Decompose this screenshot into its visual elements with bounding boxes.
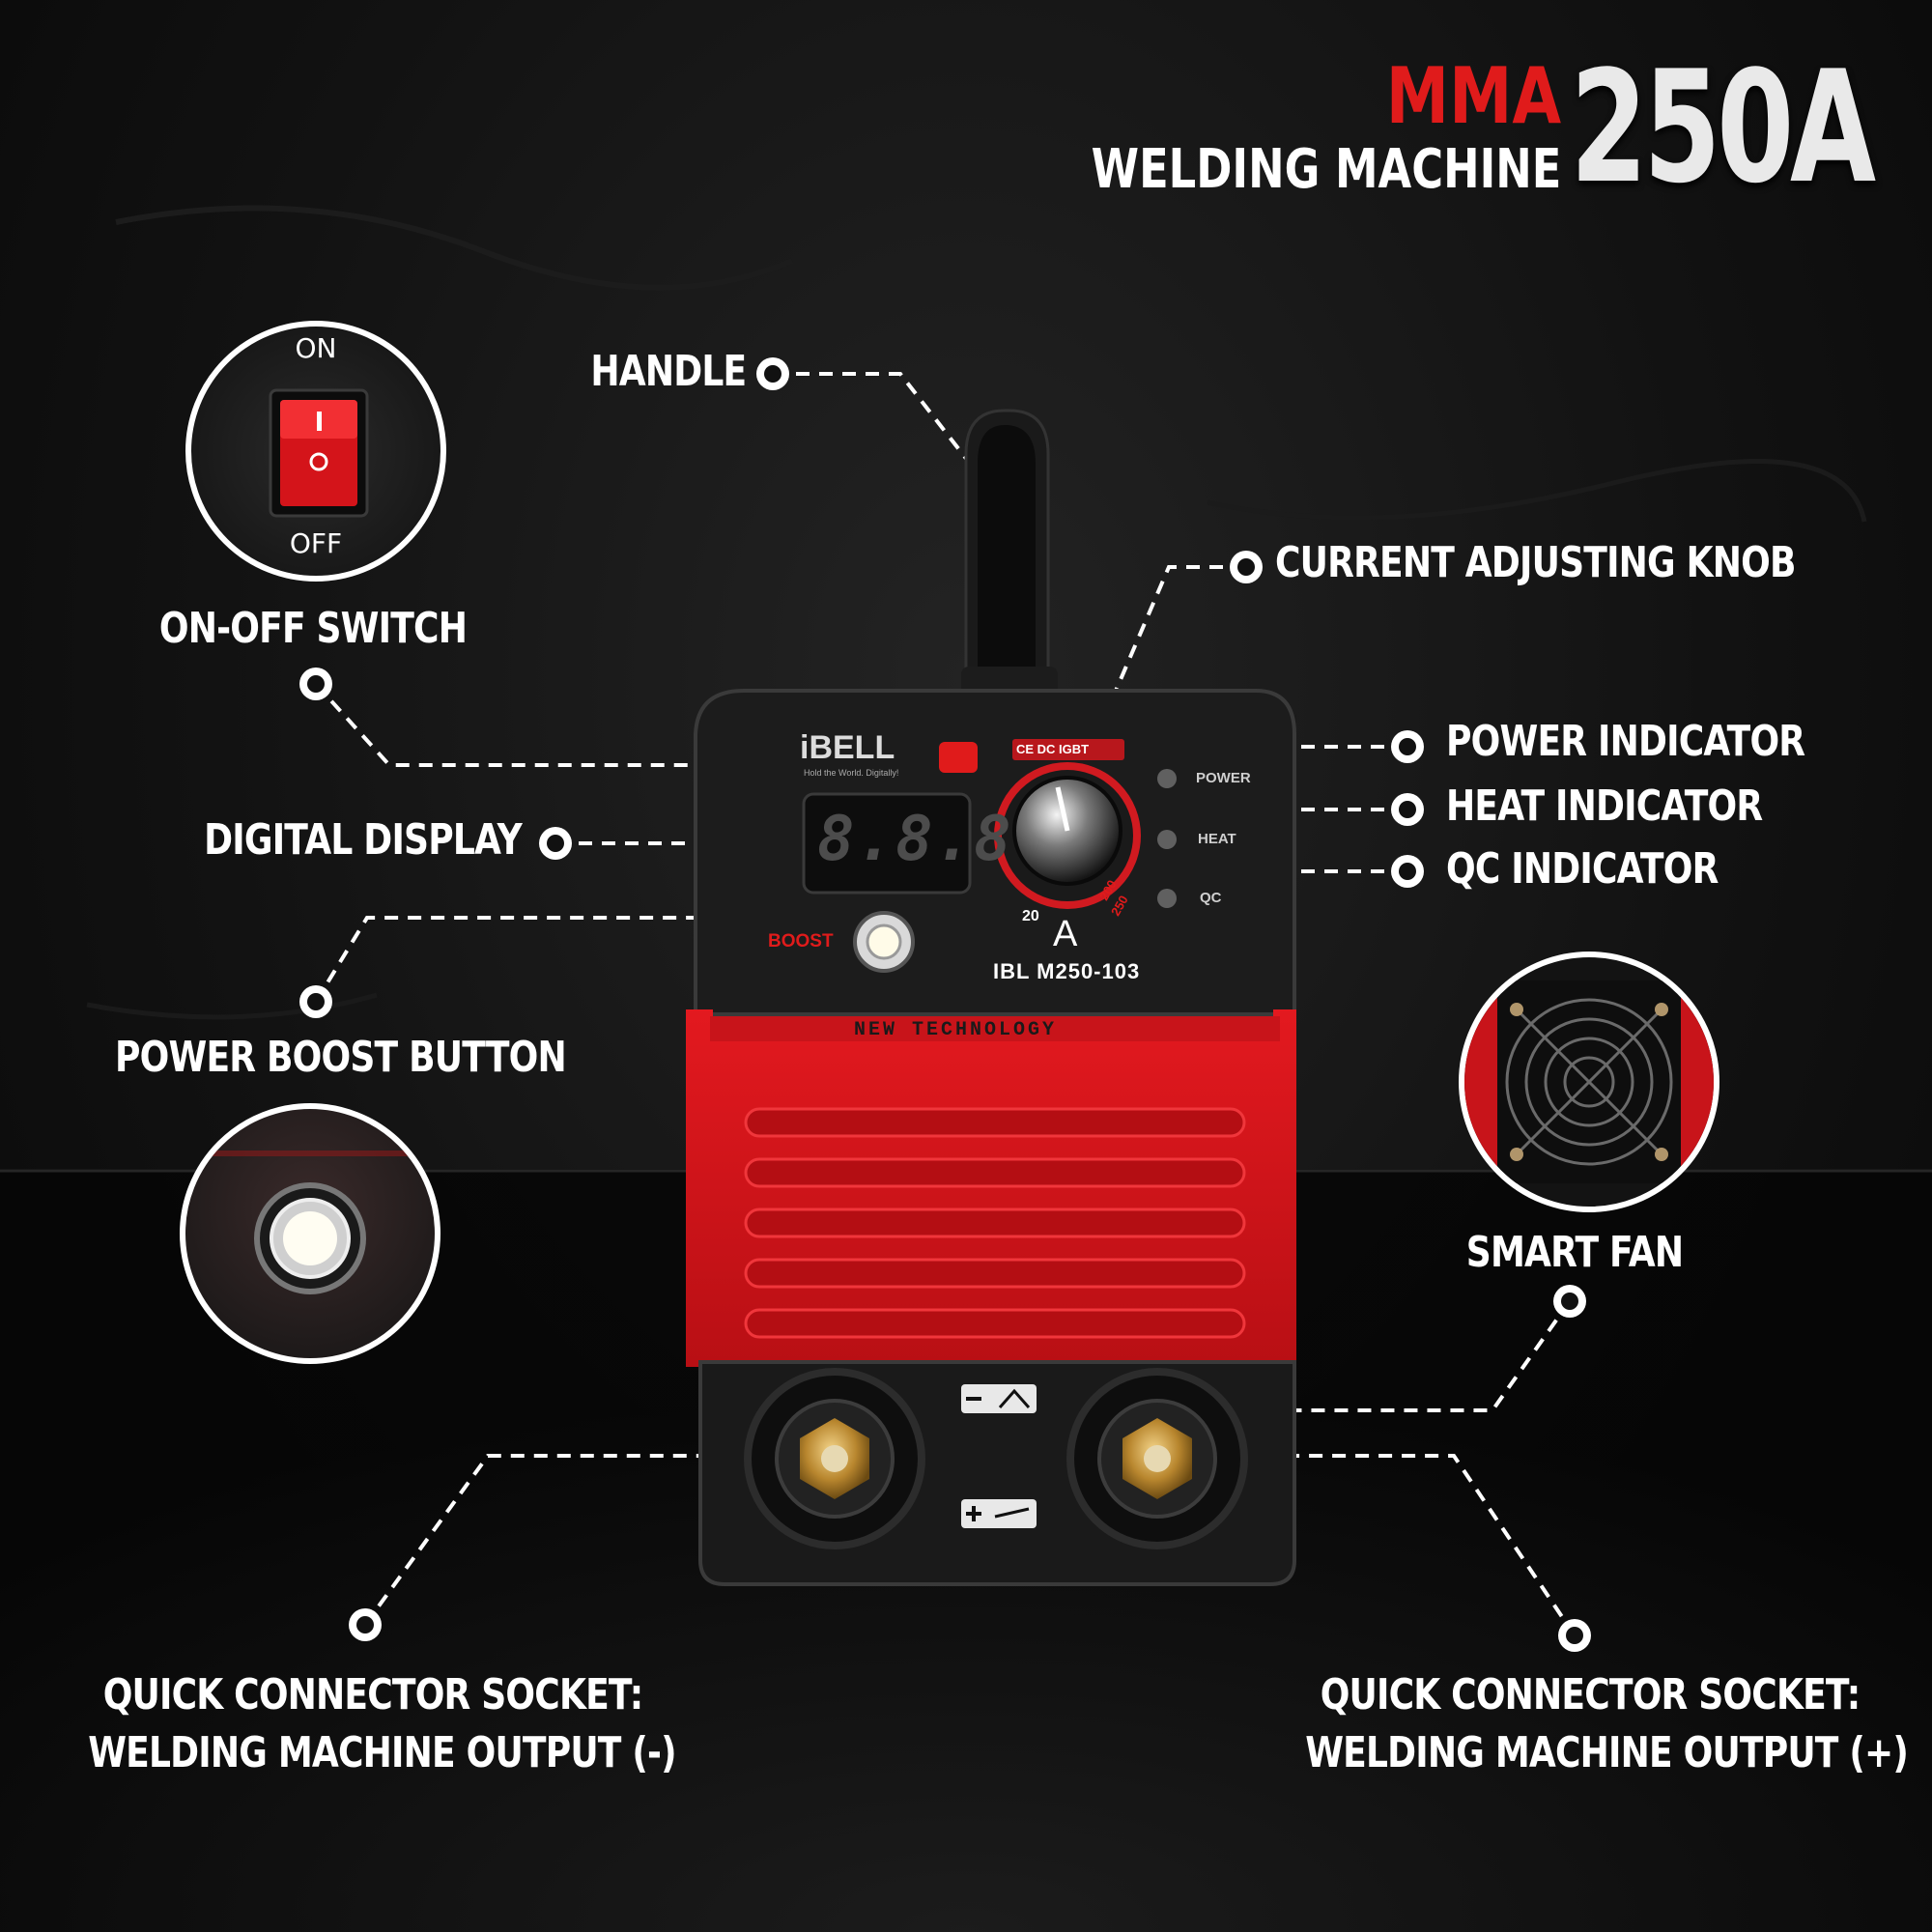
boost-label: BOOST [768, 931, 834, 952]
label-digital-display: DIGITAL DISPLAY [204, 815, 523, 865]
brand-logo: iBELL [800, 729, 895, 766]
led-heat-label: HEAT [1198, 831, 1236, 847]
label-heat-indicator: HEAT INDICATOR [1446, 781, 1763, 831]
label-socket-pos-line1: QUICK CONNECTOR SOCKET: [1320, 1670, 1861, 1719]
switch-off-label: OFF [289, 527, 343, 559]
technology-strip: NEW TECHNOLOGY [854, 1019, 1058, 1041]
brand-tagline: Hold the World. Digitally! [804, 768, 899, 778]
label-power-indicator: POWER INDICATOR [1446, 717, 1805, 766]
model-label: IBL M250-103 [993, 959, 1141, 983]
label-socket-neg-line2: WELDING MACHINE OUTPUT (-) [88, 1728, 676, 1777]
title-top: MMA [1385, 51, 1561, 141]
unit-label: A [1053, 914, 1078, 954]
label-current-knob: CURRENT ADJUSTING KNOB [1275, 538, 1796, 587]
label-qc-indicator: QC INDICATOR [1446, 844, 1719, 894]
led-qc-label: QC [1200, 890, 1222, 906]
label-onoff-switch: ON-OFF SWITCH [158, 604, 468, 653]
inset-smart-fan [1459, 952, 1719, 1212]
inset-onoff-switch: ON OFF [185, 321, 446, 582]
title-bottom: WELDING MACHINE [1091, 138, 1561, 201]
digital-display-value: 8.8.8 [817, 804, 1013, 875]
title-rating: 250A [1570, 37, 1877, 217]
led-power-label: POWER [1196, 770, 1251, 786]
label-socket-neg-line1: QUICK CONNECTOR SOCKET: [102, 1670, 643, 1719]
label-smart-fan: SMART FAN [1465, 1228, 1684, 1277]
rocker-switch-icon [269, 388, 369, 518]
switch-on-label: ON [295, 332, 337, 364]
inset-boost-button [180, 1103, 440, 1364]
boost-button-icon [185, 1151, 435, 1294]
title-block: MMA WELDING MACHINE 250A [906, 37, 1877, 217]
label-handle: HANDLE [590, 347, 747, 396]
label-boost-button: POWER BOOST BUTTON [115, 1033, 567, 1082]
fan-icon [1464, 957, 1714, 1207]
cert-marks: CE DC IGBT [1016, 742, 1090, 756]
label-socket-pos-line2: WELDING MACHINE OUTPUT (+) [1305, 1728, 1909, 1777]
knob-min-label: 20 [1022, 908, 1039, 924]
handle-shape [961, 409, 1058, 705]
